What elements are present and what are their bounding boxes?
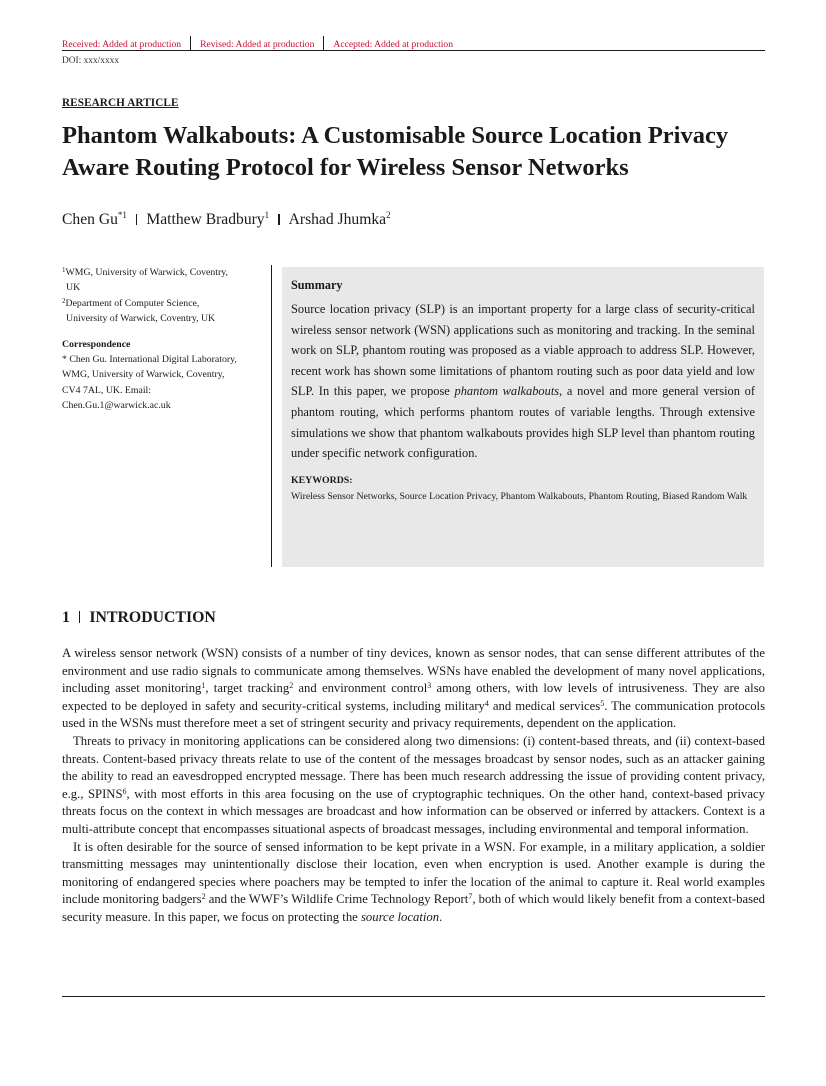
- text-run: , both of which would likely benefit fro…: [62, 892, 765, 924]
- text-run: , target tracking: [205, 681, 290, 696]
- summary-box: Summary Source location privacy (SLP) is…: [282, 267, 764, 567]
- correspondence-line: * Chen Gu. International Digital Laborat…: [62, 354, 237, 366]
- summary-text: Source location privacy (SLP) is an impo…: [291, 299, 755, 464]
- text-run: .: [439, 909, 443, 924]
- keywords-heading: KEYWORDS:: [291, 474, 353, 486]
- header-divider: [190, 36, 192, 50]
- citation-ref: 1: [201, 681, 206, 691]
- text-run: It is often desirable for the source of …: [62, 839, 765, 907]
- text-run: and environment control: [293, 681, 428, 696]
- article-type: RESEARCH ARTICLE: [62, 97, 179, 109]
- received-date: Received: Added at production: [62, 39, 182, 50]
- paper-title: Phantom Walkabouts: A Customisable Sourc…: [62, 122, 729, 181]
- author-mark: *1: [117, 210, 127, 220]
- affiliation-number: 2: [62, 296, 66, 305]
- correspondence-heading: Correspondence: [62, 338, 131, 350]
- affiliation-line: Department of Computer Science,: [65, 297, 200, 309]
- author-list: Chen Gu*1 Matthew Bradbury1 Arshad Jhumka2: [62, 211, 391, 229]
- accepted-date: Accepted: Added at production: [333, 39, 454, 50]
- affiliation-line: WMG, University of Warwick, Coventry,: [65, 267, 228, 278]
- author-divider: [278, 214, 280, 225]
- text-run: among others, with low levels of intrusi…: [62, 681, 765, 713]
- correspondence-line: CV4 7AL, UK. Email:: [62, 384, 151, 396]
- author-mark: 2: [386, 210, 391, 220]
- affiliation-1: 1WMG, University of Warwick, Coventry, U…: [62, 265, 267, 296]
- citation-ref: 5: [600, 698, 605, 708]
- citation-ref: 6: [122, 786, 127, 796]
- citation-ref: 7: [468, 892, 473, 902]
- correspondence-line: WMG, University of Warwick, Coventry,: [62, 369, 225, 381]
- affiliation-line: UK: [66, 282, 81, 294]
- text-run: , with most efforts in this area focusin…: [62, 786, 765, 836]
- affiliations-column: 1WMG, University of Warwick, Coventry, U…: [62, 265, 267, 414]
- summary-heading: Summary: [291, 278, 343, 292]
- column-divider: [271, 265, 272, 567]
- paragraph: Threats to privacy in monitoring applica…: [62, 733, 765, 839]
- text-run: Threats to privacy in monitoring applica…: [62, 733, 765, 801]
- text-run: A wireless sensor network (WSN) consists…: [62, 646, 765, 696]
- citation-ref: 2: [201, 892, 206, 902]
- affiliation-2: 2Department of Computer Science, Univers…: [62, 296, 267, 327]
- author-name: Arshad Jhumka: [288, 211, 387, 228]
- affiliation-line: University of Warwick, Coventry, UK: [66, 313, 216, 325]
- section-title: INTRODUCTION: [89, 609, 216, 626]
- paragraph: It is often desirable for the source of …: [62, 839, 765, 927]
- paragraph: A wireless sensor network (WSN) consists…: [62, 645, 765, 733]
- body-text: A wireless sensor network (WSN) consists…: [62, 645, 765, 927]
- author-mark: 1: [264, 210, 270, 220]
- summary-text-part: Source location privacy (SLP) is an impo…: [291, 302, 755, 399]
- header-divider: [323, 36, 325, 50]
- section-number: 1: [62, 609, 70, 626]
- affiliation-number: 1: [62, 266, 66, 274]
- publication-dates-bar: Received: Added at production Revised: Ad…: [62, 36, 765, 50]
- summary-emphasis: phantom walkabouts: [454, 384, 560, 399]
- doi-label: DOI: xxx/xxxx: [62, 56, 120, 66]
- text-run: and the WWF’s Wildlife Crime Technology …: [205, 892, 469, 907]
- section-heading: 1 INTRODUCTION: [62, 609, 216, 627]
- text-run: . The communication protocols used in th…: [62, 698, 766, 731]
- citation-ref: 2: [289, 681, 294, 691]
- author-divider: [135, 214, 138, 225]
- footer-rule: [62, 996, 765, 997]
- summary-text-part: , a novel and more general version of ph…: [291, 384, 755, 461]
- correspondence-email: Chen.Gu.1@warwick.ac.uk: [62, 400, 171, 412]
- citation-ref: 3: [427, 681, 432, 691]
- section-divider: [78, 611, 81, 623]
- author-name: Matthew Bradbury: [146, 211, 265, 228]
- keywords-list: Wireless Sensor Networks, Source Locatio…: [291, 490, 748, 502]
- citation-ref: 4: [484, 698, 489, 708]
- author-name: Chen Gu: [62, 211, 118, 228]
- revised-date: Revised: Added at production: [200, 39, 315, 50]
- text-run: and medical services: [488, 698, 601, 713]
- emphasis-run: source location: [360, 909, 440, 924]
- header-rule: [62, 50, 765, 51]
